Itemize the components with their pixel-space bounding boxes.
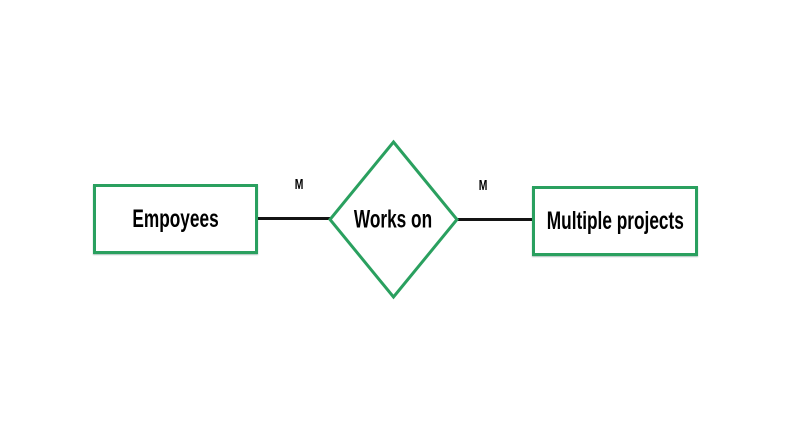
relationship-diamond-shape: [328, 139, 459, 300]
cardinality-label-left: M: [293, 176, 306, 194]
entity-multiple-projects-label: Multiple projects: [546, 206, 684, 235]
entity-employees: Empoyees: [93, 184, 258, 254]
cardinality-left-text: M: [294, 176, 304, 193]
entity-multiple-projects: Multiple projects: [532, 186, 698, 256]
relationship-diamond: [328, 139, 459, 300]
connector-line-right: [456, 218, 534, 221]
cardinality-label-right: M: [477, 177, 490, 195]
cardinality-right-text: M: [478, 177, 488, 194]
relationship-works-on: Works on: [336, 205, 449, 234]
connector-line-left: [256, 217, 332, 220]
relationship-works-on-label: Works on: [353, 205, 433, 234]
entity-employees-label: Empoyees: [132, 204, 219, 233]
